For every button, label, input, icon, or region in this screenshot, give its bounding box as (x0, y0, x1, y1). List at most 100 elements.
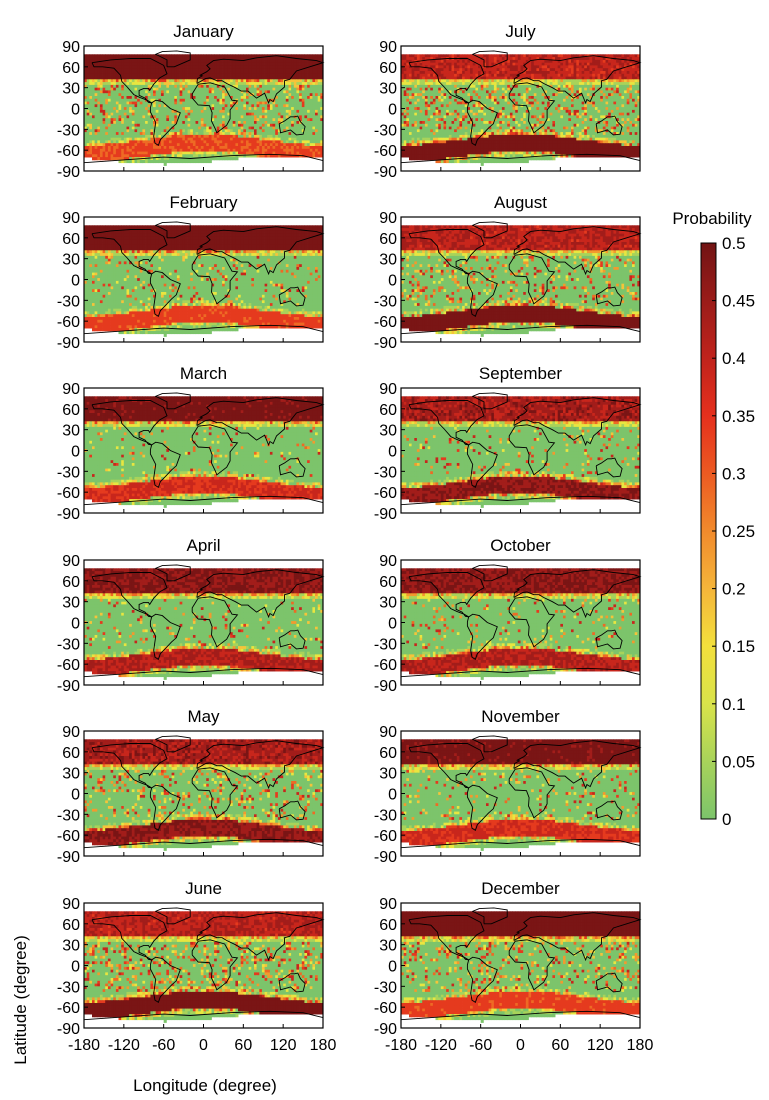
heat-cell (190, 96, 194, 100)
heat-cell (158, 79, 162, 83)
heat-cell (254, 57, 258, 61)
heat-cell (243, 118, 247, 122)
heat-cell (222, 62, 226, 66)
heat-cell (129, 93, 133, 97)
heat-cell (256, 59, 260, 64)
heat-cell (275, 236, 279, 240)
heat-cell (246, 71, 250, 75)
heat-cell (137, 255, 141, 260)
heat-cell (296, 143, 300, 147)
heat-cell (200, 261, 204, 265)
heat-cell (200, 84, 204, 89)
heat-cell (208, 269, 212, 273)
heat-cell (296, 68, 300, 72)
heat-cell (256, 121, 260, 125)
heat-cell (238, 96, 242, 100)
heat-cell (171, 71, 175, 75)
heat-cell (105, 264, 109, 268)
heat-cell (166, 90, 170, 94)
heat-cell (320, 68, 324, 72)
heat-cell (137, 76, 141, 80)
heat-cell (293, 98, 297, 102)
heat-cell (251, 96, 255, 100)
heat-cell (137, 123, 141, 127)
heat-cell (187, 68, 191, 72)
heat-cell (89, 109, 93, 114)
heat-cell (145, 112, 149, 116)
heat-cell (293, 65, 297, 69)
heat-cell (315, 239, 319, 243)
heat-cell (158, 109, 162, 114)
heat-cell (304, 87, 308, 91)
heat-cell (224, 236, 228, 240)
heat-cell (142, 159, 146, 164)
heat-cell (171, 68, 175, 72)
heat-cell (113, 71, 117, 75)
heat-cell (190, 68, 194, 72)
heat-cell (307, 101, 311, 105)
heat-cell (296, 236, 300, 240)
heat-cell (113, 123, 117, 127)
heat-cell (153, 154, 157, 158)
heat-cell (272, 121, 276, 125)
heat-cell (203, 121, 207, 125)
heat-cell (219, 112, 223, 116)
heat-cell (275, 59, 279, 64)
heat-cell (89, 76, 93, 80)
heat-cell (238, 65, 242, 69)
heat-cell (216, 54, 220, 58)
heat-cell (155, 82, 159, 86)
heat-cell (285, 96, 289, 100)
heat-cell (291, 62, 295, 66)
heat-cell (174, 93, 178, 97)
heat-cell (238, 68, 242, 72)
heat-cell (97, 98, 101, 102)
heat-cell (86, 112, 90, 116)
heat-cell (238, 132, 242, 136)
heat-cell (195, 228, 199, 232)
heat-cell (184, 65, 188, 69)
heat-cell (277, 93, 281, 97)
heat-cell (251, 230, 255, 235)
heat-cell (97, 79, 101, 83)
heat-cell (227, 146, 231, 150)
heat-cell (153, 267, 157, 271)
heat-cell (171, 253, 175, 257)
heat-cell (113, 269, 117, 273)
heat-cell (195, 68, 199, 72)
heat-cell (206, 79, 210, 83)
heat-cell (216, 90, 220, 94)
heat-cell (110, 79, 114, 83)
heat-cell (169, 104, 173, 108)
heat-cell (315, 140, 319, 144)
heat-cell (269, 57, 273, 61)
heat-cell (198, 57, 202, 61)
heat-cell (214, 148, 218, 152)
heat-cell (107, 225, 111, 229)
heat-cell (203, 239, 207, 243)
heat-cell (238, 140, 242, 144)
heat-cell (166, 123, 170, 127)
heat-cell (304, 250, 308, 254)
heat-cell (139, 68, 143, 72)
heat-cell (169, 68, 173, 72)
heat-cell (105, 109, 109, 114)
heat-cell (267, 54, 271, 58)
heat-cell (94, 115, 98, 119)
heat-cell (89, 73, 93, 77)
heat-cell (198, 59, 202, 64)
heat-cell (307, 96, 311, 100)
heat-cell (256, 239, 260, 243)
heat-cell (179, 59, 183, 64)
heat-cell (256, 225, 260, 229)
heat-cell (307, 59, 311, 64)
heat-cell (134, 76, 138, 80)
heat-cell (190, 98, 194, 102)
heat-cell (129, 267, 133, 271)
heat-cell (163, 115, 167, 119)
heat-cell (174, 109, 178, 114)
heat-cell (99, 154, 103, 158)
heat-cell (142, 140, 146, 144)
heat-cell (285, 98, 289, 102)
heat-cell (251, 129, 255, 133)
